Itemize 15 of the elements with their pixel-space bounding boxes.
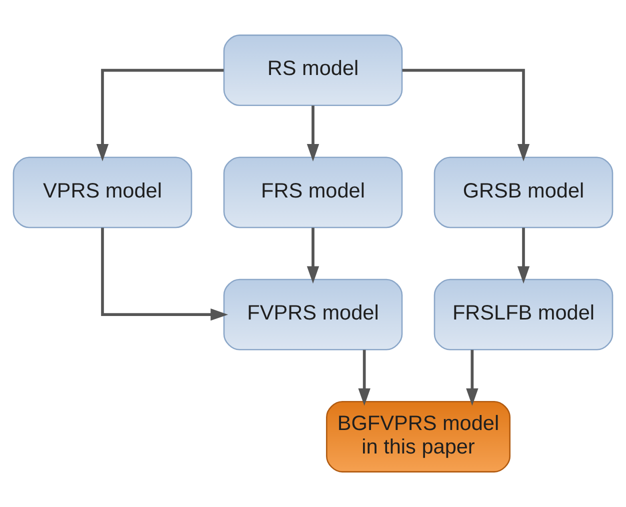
arrow — [402, 68, 530, 162]
node-box: GRSB model — [434, 156, 614, 228]
node-box: FRSLFB model — [434, 278, 614, 350]
arrow — [466, 350, 478, 406]
arrow — [358, 350, 370, 406]
node-box: FVPRS model — [223, 278, 403, 350]
arrow — [306, 228, 320, 284]
node-box: FRS model — [223, 156, 403, 228]
arrow — [517, 228, 530, 284]
arrow — [101, 228, 228, 321]
arrow — [306, 106, 320, 162]
node-box: BGFVPRS model in this paper — [326, 400, 510, 472]
node-box: VPRS model — [12, 156, 192, 228]
node-box: RS model — [223, 34, 403, 106]
arrow — [96, 68, 224, 162]
